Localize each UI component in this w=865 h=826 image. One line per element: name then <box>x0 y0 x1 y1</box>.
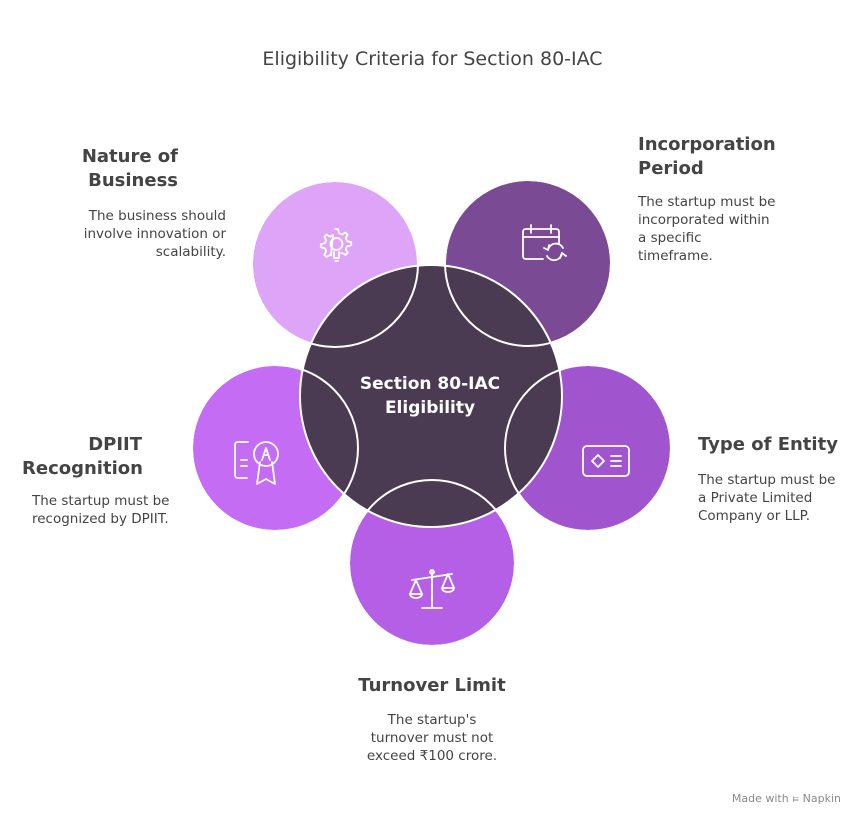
heading-nature-of-business: Nature of Business <box>81 146 178 191</box>
desc-dpiit-recognition: The startup must be recognized by DPIIT. <box>32 493 170 527</box>
heading-turnover-limit: Turnover Limit <box>358 675 506 696</box>
certificate-award-icon <box>234 441 279 485</box>
heading-type-of-entity: Type of Entity <box>698 434 838 455</box>
center-circle <box>299 264 563 528</box>
calendar-refresh-icon <box>522 224 567 262</box>
heading-incorporation-period: Incorporation Period <box>638 134 776 179</box>
diagram-title: Eligibility Criteria for Section 80-IAC <box>262 48 603 70</box>
desc-type-of-entity: The startup must be a Private Limited Co… <box>698 472 836 524</box>
desc-turnover-limit: The startup's turnover must not exceed ₹… <box>366 712 498 764</box>
overlap-outlines <box>191 179 672 647</box>
balance-scale-icon <box>409 569 455 609</box>
napkin-logo-icon: ⫢ <box>792 791 800 805</box>
heading-dpiit-recognition: DPIIT Recognition <box>22 434 143 479</box>
made-with-text: Made with <box>731 792 789 805</box>
id-card-icon <box>582 445 630 477</box>
center-label: Section 80-IAC Eligibility <box>359 374 501 418</box>
desc-incorporation-period: The startup must be incorporated within … <box>638 194 776 264</box>
made-with-napkin-footer[interactable]: Made with ⫢ Napkin <box>732 791 841 806</box>
gear-lightbulb-icon <box>319 228 353 262</box>
napkin-brand: Napkin <box>802 792 841 805</box>
desc-nature-of-business: The business should involve innovation o… <box>83 208 226 260</box>
